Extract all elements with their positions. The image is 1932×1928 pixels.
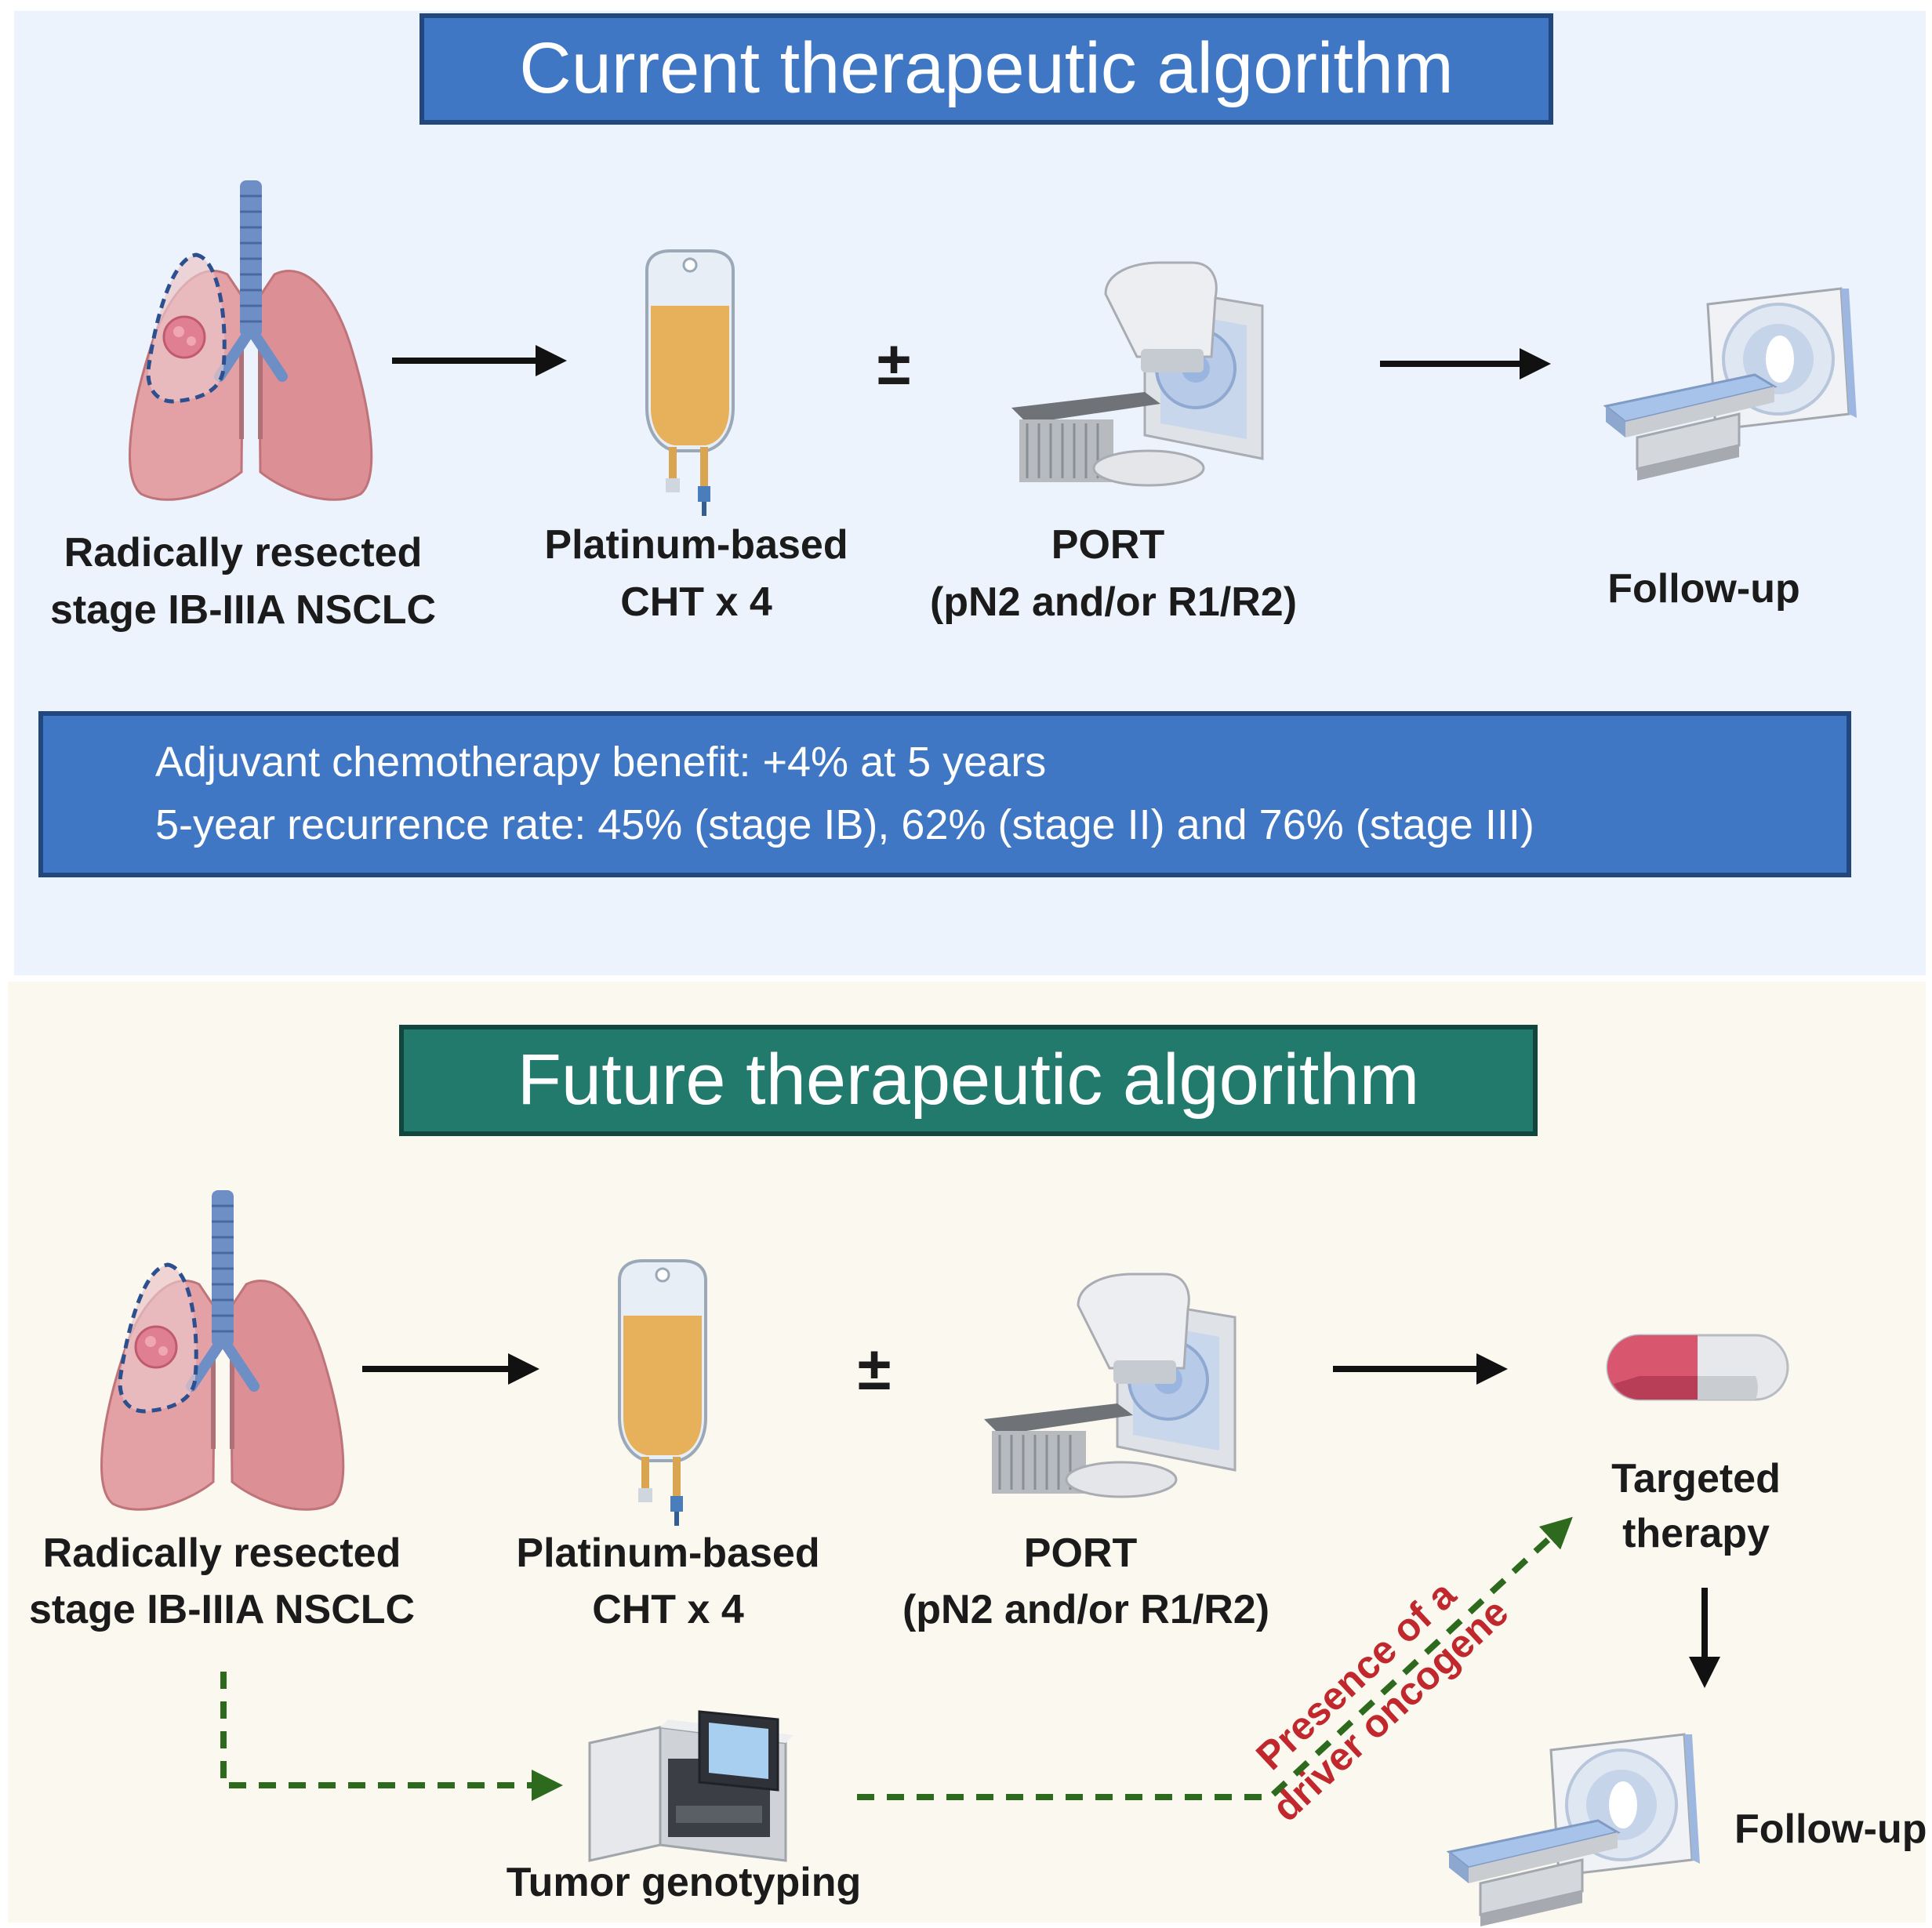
future-chemo-label-2: CHT x 4 xyxy=(592,1587,744,1632)
current-port-label-2: (pN2 and/or R1/R2) xyxy=(930,579,1297,625)
future-title-banner xyxy=(399,1025,1538,1136)
future-resection-label-1: Radically resected xyxy=(43,1530,401,1576)
plus-minus: ± xyxy=(858,1334,892,1403)
future-followup-label: Follow-up xyxy=(1734,1806,1927,1852)
current-resection-label-2: stage IB-IIIA NSCLC xyxy=(50,587,436,633)
pill-icon xyxy=(1606,1334,1789,1401)
current-chemo-label-2: CHT x 4 xyxy=(620,579,772,625)
current-resection-label-1: Radically resected xyxy=(64,530,423,575)
future-port-label-1: PORT xyxy=(1024,1530,1138,1576)
current-info-line-1: Adjuvant chemotherapy benefit: +4% at 5 … xyxy=(155,739,1046,786)
future-chemo-label-1: Platinum-based xyxy=(516,1530,819,1576)
future-resection-label-2: stage IB-IIIA NSCLC xyxy=(29,1587,415,1632)
current-info-line-2: 5-year recurrence rate: 45% (stage IB), … xyxy=(155,801,1534,848)
plus-minus: ± xyxy=(877,329,911,398)
current-followup-label: Follow-up xyxy=(1607,566,1799,612)
future-title: Future therapeutic algorithm xyxy=(518,1040,1420,1120)
genotyping-label: Tumor genotyping xyxy=(507,1860,862,1905)
future-port-label-2: (pN2 and/or R1/R2) xyxy=(902,1587,1269,1632)
dashed-arrow-to-genotyping xyxy=(220,1672,563,1801)
future-targeted-label-1: Targeted xyxy=(1611,1456,1781,1501)
current-title-banner xyxy=(419,13,1553,125)
current-port-label-1: PORT xyxy=(1051,522,1165,568)
current-title: Current therapeutic algorithm xyxy=(519,28,1453,108)
current-info-box xyxy=(38,711,1851,877)
current-chemo-label-1: Platinum-based xyxy=(544,522,848,568)
future-targeted-label-2: therapy xyxy=(1622,1511,1770,1556)
